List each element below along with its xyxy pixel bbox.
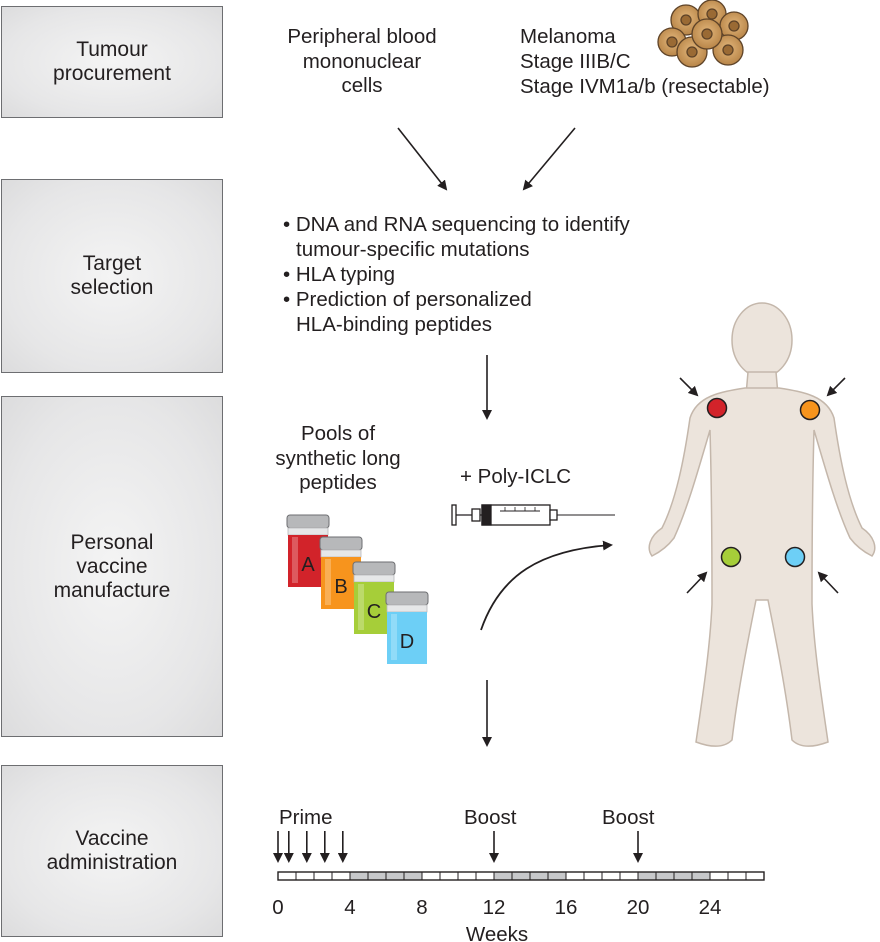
timeline-week-cell: [403, 871, 423, 881]
timeline-week-cell: [727, 871, 747, 881]
melanoma-cells-icon: [657, 0, 749, 68]
timeline-week-cell: [511, 871, 531, 881]
timeline-week-cell: [673, 871, 693, 881]
injection-arrow-right-thigh: [817, 571, 839, 594]
timeline-week-cell: [385, 871, 405, 881]
timeline-week-cell: [475, 871, 495, 881]
vial-d: D: [385, 591, 429, 664]
selection-bullet-sequencing-cont: tumour-specific mutations: [296, 238, 530, 261]
timeline-week-cell: [583, 871, 603, 881]
poly-iclc-label: + Poly-ICLC: [460, 465, 572, 488]
timeline-week-cell: [457, 871, 477, 881]
timeline-week-cell: [547, 871, 567, 881]
injection-site-arrows: [679, 377, 846, 594]
selection-bullet-prediction-cont: HLA-binding peptides: [296, 313, 493, 336]
vial-label-d: D: [400, 631, 414, 653]
stage-label-target-selection: Target selection: [70, 252, 154, 299]
injection-arrow-left-arm: [679, 377, 699, 397]
timeline-week-cell: [313, 871, 333, 881]
timeline-week-cell: [349, 871, 369, 881]
timeline-week-cell: [637, 871, 657, 881]
timeline-tick-label: 0: [272, 896, 283, 919]
timeline-week-cell: [331, 871, 351, 881]
stage-label-vaccine-manufacture: Personal vaccine manufacture: [53, 530, 171, 602]
timeline-week-cell: [367, 871, 387, 881]
arrow-tumour-to-selection: [522, 127, 576, 191]
selection-bullet-hla-typing: • HLA typing: [283, 263, 396, 286]
peptide-pools-label: Pools of synthetic long peptides: [275, 422, 401, 494]
stage-box-tumour-procurement: Tumour procurement: [1, 6, 223, 118]
injection-site-left-thigh: [720, 546, 742, 568]
timeline-tick-label: 16: [555, 896, 578, 919]
injection-site-left-arm: [706, 397, 728, 419]
timeline-week-cell: [529, 871, 549, 881]
injection-arrow-right-arm: [826, 377, 846, 397]
timeline-tick-label: 24: [699, 896, 722, 919]
injection-sites: [706, 397, 821, 568]
melanoma-stage-2: Stage IVM1a/b (resectable): [520, 75, 770, 98]
boost-label-1: Boost: [464, 806, 517, 829]
timeline-week-cell: [619, 871, 639, 881]
arrow-vaccine-to-patient: [480, 540, 613, 631]
stage-label-tumour-procurement: Tumour procurement: [53, 38, 171, 85]
pbmc-label: Peripheral blood mononuclear cells: [287, 25, 437, 97]
timeline-tick-label: 4: [344, 896, 355, 919]
timeline-axis-label: Weeks: [466, 923, 528, 942]
injection-arrow-left-thigh: [686, 571, 708, 594]
stage-box-vaccine-administration: Vaccine administration: [1, 765, 223, 937]
prime-label: Prime: [279, 806, 333, 829]
selection-bullet-prediction: • Prediction of personalized: [283, 288, 532, 311]
timeline-tick-label: 20: [627, 896, 650, 919]
stage-box-vaccine-manufacture: Personal vaccine manufacture: [1, 396, 223, 737]
timeline-week-cell: [601, 871, 621, 881]
timeline-week-cell: [421, 871, 441, 881]
timeline-week-cell: [709, 871, 729, 881]
boost-label-2: Boost: [602, 806, 655, 829]
injection-site-right-thigh: [784, 546, 806, 568]
timeline-tick-label: 8: [416, 896, 427, 919]
timeline-week-cell: [745, 871, 765, 881]
melanoma-stage-1: Stage IIIB/C: [520, 50, 631, 73]
selection-bullet-sequencing: • DNA and RNA sequencing to identify: [283, 213, 630, 236]
timeline-week-cell: [277, 871, 297, 881]
timeline-week-cell: [565, 871, 585, 881]
syringe-icon: [451, 504, 615, 526]
timeline-week-cell: [439, 871, 459, 881]
vial-label-a: A: [301, 554, 315, 576]
timeline-week-cell: [493, 871, 513, 881]
timeline-tick-label: 12: [483, 896, 506, 919]
timeline-week-cell: [295, 871, 315, 881]
stage-box-target-selection: Target selection: [1, 179, 223, 373]
arrow-pbmc-to-selection: [397, 127, 448, 191]
vial-label-c: C: [367, 601, 381, 623]
vial-label-b: B: [334, 576, 347, 598]
human-body-figure: [648, 302, 876, 747]
timeline-week-cell: [655, 871, 675, 881]
stage-label-vaccine-administration: Vaccine administration: [46, 827, 178, 874]
injection-site-right-arm: [799, 399, 821, 421]
timeline-week-cell: [691, 871, 711, 881]
melanoma-label: Melanoma: [520, 25, 616, 48]
